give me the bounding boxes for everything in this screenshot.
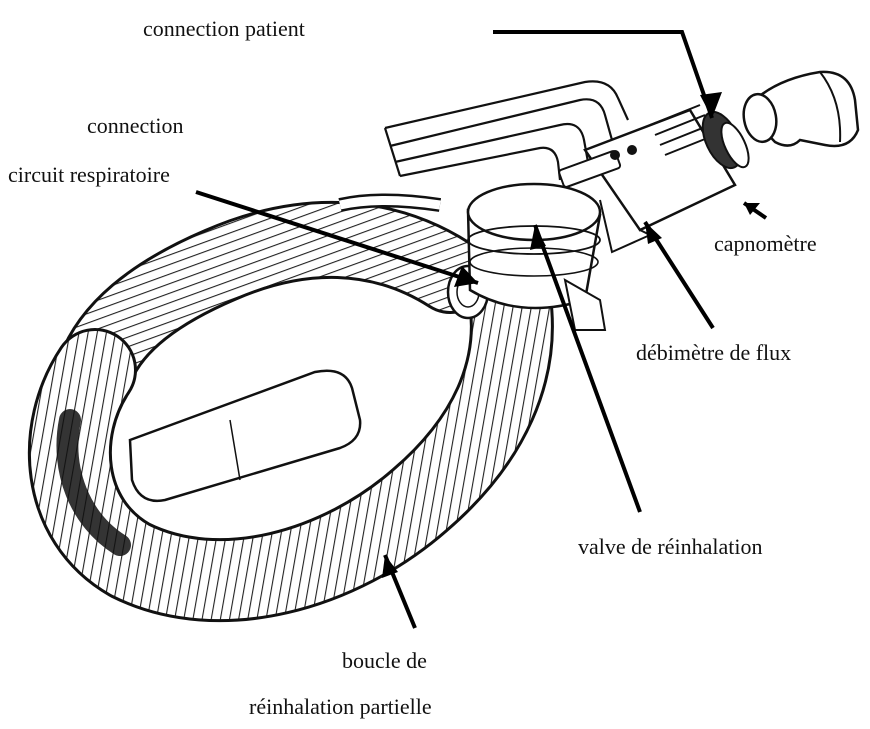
patient-elbow (740, 72, 858, 146)
label-debimetre: débimètre de flux (636, 342, 791, 364)
arrowhead-debimetre (645, 222, 662, 244)
label-connection: connection (87, 115, 184, 137)
short-tube (340, 201, 440, 206)
label-circuit-respiratoire: circuit respiratoire (8, 164, 170, 186)
arrow-connection-patient (493, 32, 712, 118)
label-capnometre: capnomètre (714, 233, 817, 255)
label-boucle: boucle de (342, 650, 427, 672)
label-reinhalation-partielle: réinhalation partielle (249, 696, 432, 718)
label-valve: valve de réinhalation (578, 536, 762, 558)
label-connection-patient: connection patient (143, 18, 305, 40)
upper-corrugated-tube (95, 240, 450, 370)
reservoir-plate (130, 371, 360, 501)
